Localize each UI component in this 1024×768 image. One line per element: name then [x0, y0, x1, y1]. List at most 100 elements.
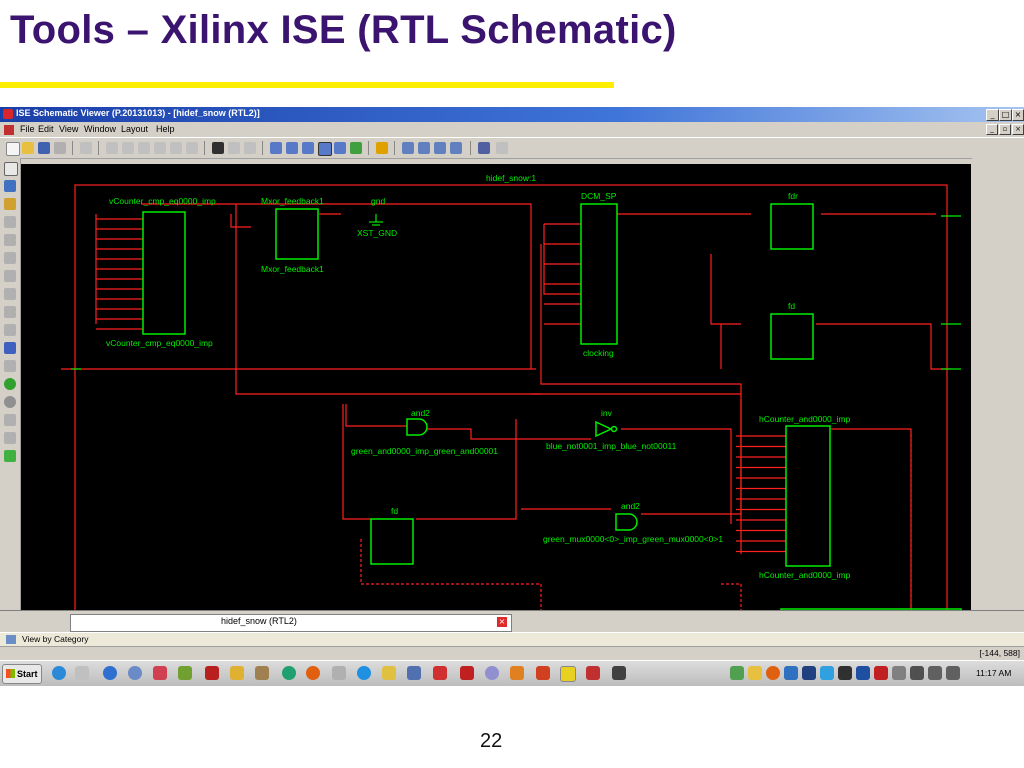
- itunes-icon[interactable]: [485, 666, 499, 680]
- menu-file[interactable]: File: [20, 124, 35, 134]
- nav-forward-icon[interactable]: [4, 396, 16, 408]
- app-icon-2[interactable]: [178, 666, 192, 680]
- maximize-button[interactable]: □: [999, 109, 1012, 121]
- previous-schematic-icon[interactable]: [4, 360, 16, 372]
- minimize-button[interactable]: _: [986, 109, 999, 121]
- doc-restore-button[interactable]: ▫: [999, 124, 1011, 135]
- start-button[interactable]: Start: [2, 664, 42, 684]
- doc-minimize-button[interactable]: _: [986, 124, 998, 135]
- run-icon[interactable]: [4, 450, 16, 462]
- info-icon[interactable]: [4, 342, 16, 354]
- vertical-scrollbar[interactable]: [972, 158, 1024, 610]
- doc-close-button[interactable]: ×: [1012, 124, 1024, 135]
- bluetooth-icon[interactable]: [856, 666, 870, 680]
- close-button[interactable]: ×: [1012, 109, 1024, 121]
- explorer-icon[interactable]: [75, 666, 89, 680]
- paste-icon[interactable]: [138, 142, 150, 154]
- tab-hidef-snow[interactable]: hidef_snow (RTL2) ×: [70, 614, 512, 632]
- hide-icon[interactable]: [4, 306, 16, 318]
- push-into-icon[interactable]: [4, 198, 16, 210]
- app-icon-11[interactable]: [460, 666, 474, 680]
- zoom-in-icon[interactable]: [270, 142, 282, 154]
- tray-icon-4[interactable]: [784, 666, 798, 680]
- app-icon-6[interactable]: [306, 666, 320, 680]
- app-icon-5[interactable]: [282, 666, 296, 680]
- tray-icon-6[interactable]: [820, 666, 834, 680]
- tray-icon-2[interactable]: [748, 666, 762, 680]
- tab-close-icon[interactable]: ×: [497, 617, 507, 627]
- app-icon-4[interactable]: [255, 666, 269, 680]
- copy-icon[interactable]: [122, 142, 134, 154]
- filezilla-icon[interactable]: [205, 666, 219, 680]
- menu-help[interactable]: Help: [156, 124, 175, 134]
- app-icon-14[interactable]: [612, 666, 626, 680]
- app-icon-1[interactable]: [153, 666, 167, 680]
- menu-view[interactable]: View: [59, 124, 79, 134]
- tray-icon-9[interactable]: [892, 666, 906, 680]
- tools-icon[interactable]: [478, 142, 490, 154]
- window-titlebar[interactable]: ISE Schematic Viewer (P.20131013) - [hid…: [0, 107, 1024, 122]
- app-icon-7[interactable]: [332, 666, 346, 680]
- skype-icon[interactable]: [357, 666, 371, 680]
- route-icon[interactable]: [376, 142, 388, 154]
- pop-icon[interactable]: [4, 216, 16, 228]
- copy-schematic-icon[interactable]: [4, 432, 16, 444]
- zoom-area-icon[interactable]: [302, 142, 314, 154]
- ise-taskbar-icon[interactable]: [586, 666, 600, 680]
- schematic-page-icon[interactable]: [4, 414, 16, 426]
- document-icon[interactable]: [4, 125, 14, 135]
- tray-icon-7[interactable]: [838, 666, 852, 680]
- menu-window[interactable]: Window: [84, 124, 117, 134]
- find-prev-icon[interactable]: [244, 142, 256, 154]
- tray-icon-3[interactable]: [766, 666, 780, 680]
- nav-back-icon[interactable]: [4, 378, 16, 390]
- network-tray-icon[interactable]: [946, 666, 960, 680]
- network-icon[interactable]: [128, 666, 142, 680]
- tray-icon-10[interactable]: [910, 666, 924, 680]
- app-icon-8[interactable]: [382, 666, 396, 680]
- pan-icon[interactable]: [4, 180, 16, 192]
- find-icon[interactable]: [212, 142, 224, 154]
- view-by-category-bar[interactable]: View by Category: [0, 632, 1024, 647]
- chrome-icon[interactable]: [52, 666, 66, 680]
- app-icon-10[interactable]: [433, 666, 447, 680]
- window-tile-icon[interactable]: [402, 142, 414, 154]
- menu-edit[interactable]: Edit: [38, 124, 54, 134]
- redo-icon[interactable]: [186, 142, 198, 154]
- app-icon-13[interactable]: [536, 666, 550, 680]
- delete-icon[interactable]: [154, 142, 166, 154]
- window-horizontal-icon[interactable]: [434, 142, 446, 154]
- collapse-icon[interactable]: [4, 288, 16, 300]
- open-icon[interactable]: [22, 142, 34, 154]
- new-icon[interactable]: [6, 142, 20, 156]
- app-icon-9[interactable]: [407, 666, 421, 680]
- volume-icon[interactable]: [928, 666, 942, 680]
- app-icon-3[interactable]: [230, 666, 244, 680]
- unhide-icon[interactable]: [4, 324, 16, 336]
- print-icon[interactable]: [80, 142, 92, 154]
- app-icon-12[interactable]: [510, 666, 524, 680]
- expand-icon[interactable]: [4, 270, 16, 282]
- save-all-icon[interactable]: [54, 142, 66, 154]
- zoom-out-icon[interactable]: [286, 142, 298, 154]
- zoom-fit-icon[interactable]: [318, 142, 332, 156]
- active-app-icon[interactable]: [560, 666, 576, 682]
- ie-icon[interactable]: [103, 666, 117, 680]
- tray-icon-5[interactable]: [802, 666, 816, 680]
- back-icon[interactable]: [4, 234, 16, 246]
- select-icon[interactable]: [4, 162, 18, 176]
- tray-icon-8[interactable]: [874, 666, 888, 680]
- schematic-canvas[interactable]: hidef_snow:1 vCounter_cmp_eq0000_imp vCo…: [21, 164, 971, 610]
- help-icon[interactable]: [496, 142, 508, 154]
- refresh-icon[interactable]: [350, 142, 362, 154]
- menu-layout[interactable]: Layout: [121, 124, 149, 134]
- tray-icon-1[interactable]: [730, 666, 744, 680]
- undo-icon[interactable]: [170, 142, 182, 154]
- zoom-selection-icon[interactable]: [334, 142, 346, 154]
- save-icon[interactable]: [38, 142, 50, 154]
- find-next-icon[interactable]: [228, 142, 240, 154]
- window-cascade-icon[interactable]: [418, 142, 430, 154]
- window-vertical-icon[interactable]: [450, 142, 462, 154]
- forward-icon[interactable]: [4, 252, 16, 264]
- cut-icon[interactable]: [106, 142, 118, 154]
